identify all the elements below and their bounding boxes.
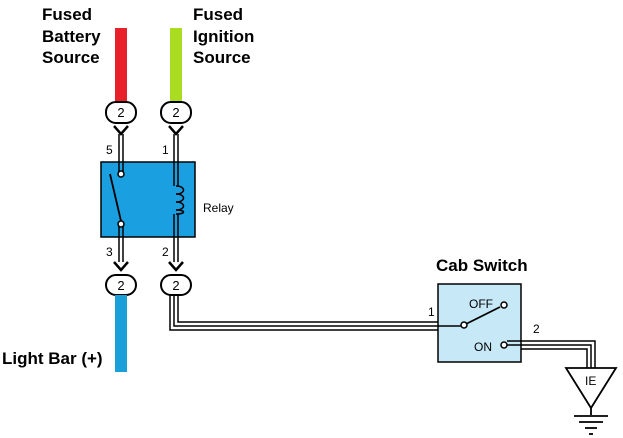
switch-on-label: ON <box>474 340 492 354</box>
relay-pin-5: 5 <box>106 143 113 157</box>
ignition-label-line3: Source <box>193 48 251 67</box>
relay-contact-wire <box>118 134 124 262</box>
switch-common-terminal <box>460 321 468 329</box>
relay-coil-wire <box>173 134 179 262</box>
switch-off-label: OFF <box>469 297 493 311</box>
connector-lightbar-bottom-label: 2 <box>117 278 124 293</box>
connector-lightbar-bottom: 2 <box>105 274 137 296</box>
connector-ignition-top: 2 <box>160 101 192 124</box>
battery-label-line3: Source <box>42 48 100 67</box>
connector-switch-feed-bottom: 2 <box>160 274 192 296</box>
battery-label-line2: Battery <box>42 27 101 46</box>
switch-blade <box>465 306 501 325</box>
ground-icon <box>574 408 608 435</box>
connector-switch-feed-bottom-label: 2 <box>172 278 179 293</box>
relay-to-switch-wire <box>169 295 438 331</box>
chevron-switch-feed <box>168 261 184 272</box>
chevron-ignition-top <box>168 125 184 136</box>
ignition-label-line1: Fused <box>193 5 243 24</box>
ignition-wire <box>170 28 182 102</box>
ground-triangle <box>564 367 618 410</box>
relay-pin-1: 1 <box>162 143 169 157</box>
battery-label-line1: Fused <box>42 5 92 24</box>
relay-contact-bottom-terminal <box>117 220 125 228</box>
relay-label: Relay <box>203 201 234 215</box>
lightbar-wire <box>115 295 127 372</box>
ignition-label-line2: Ignition <box>193 27 254 46</box>
cab-switch-label: Cab Switch <box>436 256 528 275</box>
switch-to-ground-wire <box>507 340 596 368</box>
switch-off-terminal <box>500 301 508 309</box>
switch-pin-1: 1 <box>428 305 435 319</box>
cab-switch-box <box>437 283 522 363</box>
battery-wire <box>115 28 127 102</box>
chevron-battery-top <box>113 125 129 136</box>
connector-ignition-top-label: 2 <box>172 105 179 120</box>
connector-battery-top: 2 <box>105 101 137 124</box>
relay-contact-blade <box>109 173 122 222</box>
lightbar-label: Light Bar (+) <box>2 349 103 368</box>
switch-pin-2: 2 <box>533 322 540 336</box>
connector-battery-top-label: 2 <box>117 105 124 120</box>
chevron-lightbar <box>113 261 129 272</box>
switch-on-terminal <box>500 341 508 349</box>
relay-pin-3: 3 <box>106 245 113 259</box>
relay-contact-top-terminal <box>117 170 125 178</box>
relay-coil <box>175 185 185 215</box>
ground-label: IE <box>585 374 596 388</box>
relay-pin-2: 2 <box>162 245 169 259</box>
